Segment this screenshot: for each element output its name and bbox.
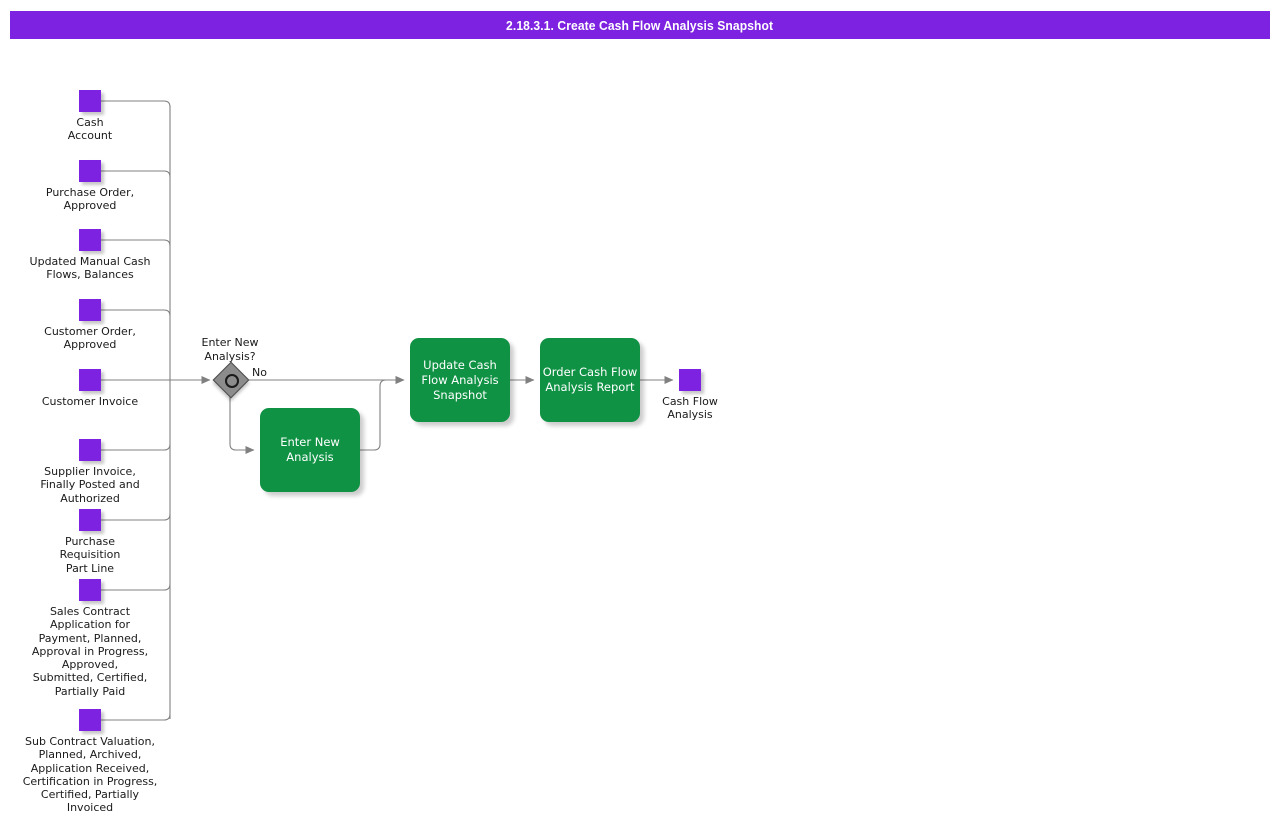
decision-label: Enter New Analysis? [201,336,259,363]
page-title: 2.18.3.1. Create Cash Flow Analysis Snap… [506,17,774,33]
data-object-icon [679,369,701,391]
data-object-label: Cash Flow Analysis [662,395,718,422]
data-object-label: Purchase Requisition Part Line [59,535,121,575]
data-object-label: Customer Order, Approved [44,325,136,352]
activity-label: Order Cash Flow Analysis Report [542,365,638,394]
data-object-label: Sales Contract Application for Payment, … [31,605,149,698]
activity-order-cash-flow-analysis-report[interactable]: Order Cash Flow Analysis Report [540,338,640,422]
activity-label: Update Cash Flow Analysis Snapshot [421,357,499,402]
activity-update-cash-flow-analysis-snapshot[interactable]: Update Cash Flow Analysis Snapshot [410,338,510,422]
page-title-bar: 2.18.3.1. Create Cash Flow Analysis Snap… [10,11,1270,39]
data-object-icon [79,160,101,182]
data-object-icon [79,90,101,112]
edge-label-no: No [252,366,267,379]
decision-enter-new-analysis[interactable]: Enter New Analysis? [201,336,259,399]
decision-ring-icon [225,374,239,388]
activity-label: Enter New Analysis [280,435,340,464]
activity-enter-new-analysis[interactable]: Enter New Analysis [260,408,360,492]
data-object-icon [79,299,101,321]
data-object-icon [79,439,101,461]
data-object-label: Customer Invoice [41,395,139,408]
data-object-icon [79,229,101,251]
data-object-label: Cash Account [67,116,113,143]
data-object-label: Updated Manual Cash Flows, Balances [29,255,151,282]
data-object-icon [79,579,101,601]
data-object-icon [79,369,101,391]
data-object-icon [79,709,101,731]
data-object-icon [79,509,101,531]
data-object-label: Purchase Order, Approved [45,186,135,213]
data-object-label: Sub Contract Valuation, Planned, Archive… [22,735,158,815]
data-object-label: Supplier Invoice, Finally Posted and Aut… [40,465,140,505]
